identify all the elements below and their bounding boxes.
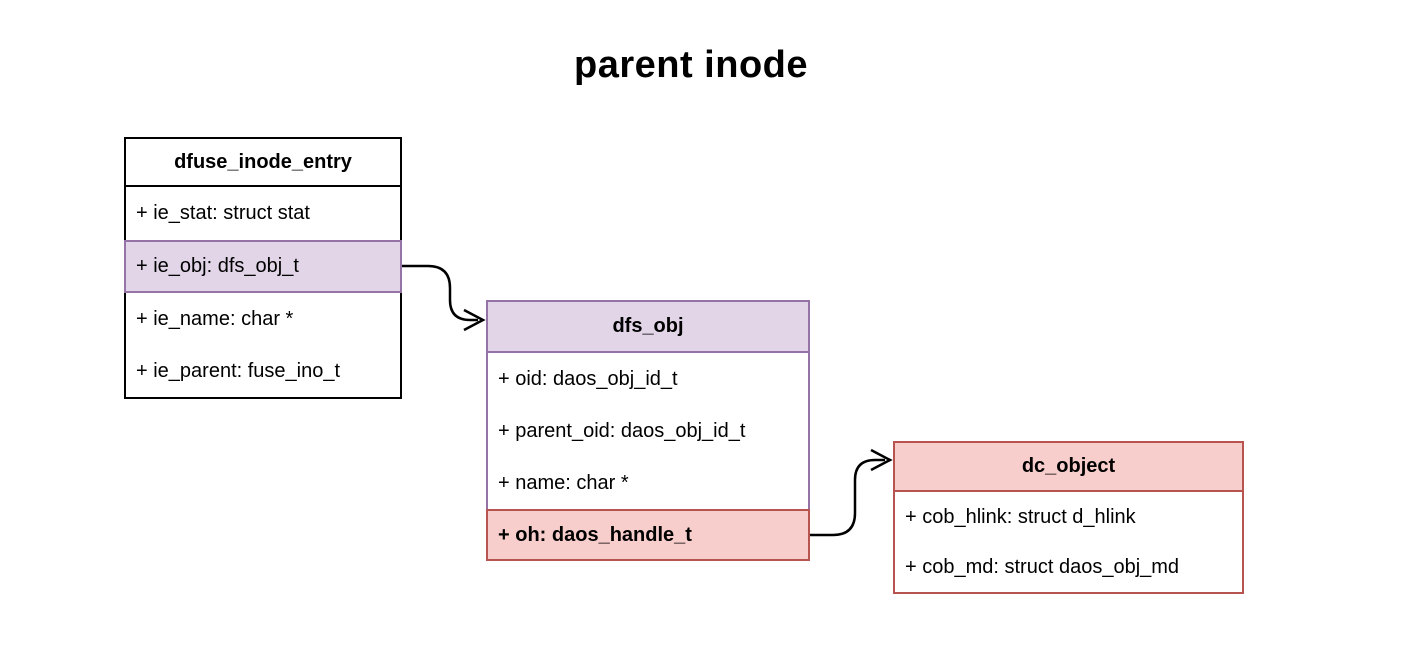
field-row-ie-stat: + ie_stat: struct stat	[124, 187, 402, 240]
field-row-name: + name: char *	[486, 457, 810, 509]
class-header-dc-object: dc_object	[893, 441, 1244, 492]
field-row-oh: + oh: daos_handle_t	[486, 509, 810, 561]
class-header-dfuse-inode-entry: dfuse_inode_entry	[124, 137, 402, 187]
connector-ie-obj-to-dfs-obj	[402, 264, 486, 332]
field-row-ie-obj: + ie_obj: dfs_obj_t	[124, 240, 402, 293]
class-header-dfs-obj: dfs_obj	[486, 300, 810, 353]
field-row-ie-parent: + ie_parent: fuse_ino_t	[124, 346, 402, 399]
class-box-dc-object: dc_object + cob_hlink: struct d_hlink + …	[893, 441, 1244, 594]
field-row-ie-name: + ie_name: char *	[124, 293, 402, 346]
diagram-title: parent inode	[573, 44, 809, 86]
open-arrowhead-icon	[870, 448, 893, 472]
class-box-dfuse-inode-entry: dfuse_inode_entry + ie_stat: struct stat…	[124, 137, 402, 399]
field-row-parent-oid: + parent_oid: daos_obj_id_t	[486, 405, 810, 457]
field-row-cob-hlink: + cob_hlink: struct d_hlink	[893, 492, 1244, 543]
class-box-dfs-obj: dfs_obj + oid: daos_obj_id_t + parent_oi…	[486, 300, 810, 561]
connector-oh-to-dc-object	[810, 448, 893, 537]
open-arrowhead-icon	[463, 308, 486, 332]
field-row-cob-md: + cob_md: struct daos_obj_md	[893, 543, 1244, 594]
field-row-oid: + oid: daos_obj_id_t	[486, 353, 810, 405]
